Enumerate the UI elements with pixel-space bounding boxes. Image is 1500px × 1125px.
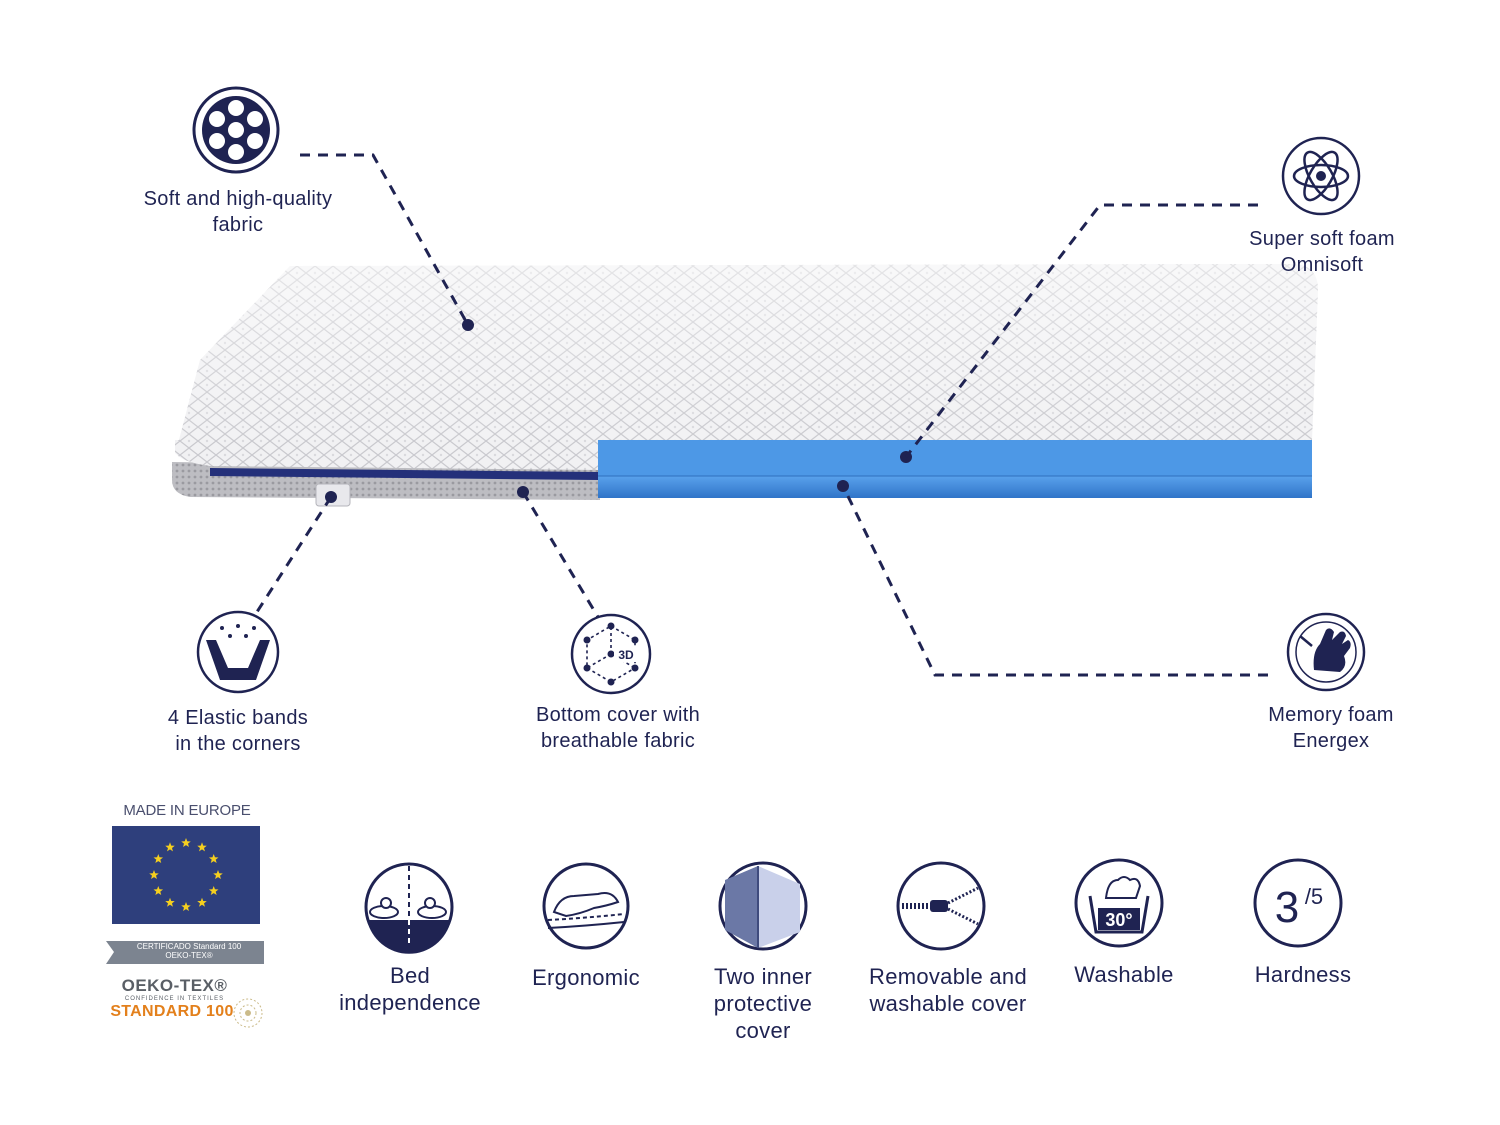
3d-cube-icon: 3D: [570, 613, 652, 695]
feature-label-hardness: Hardness: [1228, 961, 1378, 988]
callout-label-fabric: Soft and high-quality fabric: [108, 186, 368, 238]
callout-omnisoft-line2: Omnisoft: [1280, 254, 1364, 276]
eu-star: [181, 838, 191, 848]
callout-label-elastic: 4 Elastic bands in the corners: [128, 705, 348, 757]
feature-ergonomic-line1: Ergonomic: [532, 965, 640, 990]
feature-removable-line2: washable cover: [869, 991, 1027, 1016]
feature-bed-line2: independence: [339, 990, 481, 1015]
feature-hardness-line1: Hardness: [1254, 962, 1352, 987]
callout-elastic-line1: 4 Elastic bands: [167, 707, 309, 729]
feature-label-bed-independence: Bed independence: [320, 962, 500, 1016]
hand-press-icon: [1286, 612, 1366, 692]
foam-layer-bottom: [598, 476, 1312, 498]
eu-star: [165, 842, 175, 852]
washable-icon: 30°: [1074, 858, 1164, 948]
feature-cover-line3: cover: [735, 1018, 791, 1043]
callout-memory-line1: Memory foam: [1268, 704, 1394, 726]
eu-star: [208, 854, 219, 864]
eu-star: [197, 897, 207, 907]
oeko-tex-flower-icon: [233, 998, 263, 1028]
leader-line-fabric: [300, 153, 470, 326]
hardness-icon: 3 /5: [1253, 858, 1343, 948]
leader-line-memory: [841, 485, 1268, 677]
feature-bed-line1: Bed: [389, 963, 431, 988]
feature-washable-line1: Washable: [1074, 962, 1174, 987]
zipper-icon: [896, 861, 986, 951]
eu-star: [165, 897, 175, 907]
oeko-tex-standard: STANDARD 100: [110, 1003, 234, 1020]
eu-star: [149, 870, 159, 880]
ribbon-line2: OEKO-TEX®: [165, 951, 213, 960]
elastic-bands-icon: [196, 610, 280, 694]
mattress-topper-illustration: [172, 264, 1318, 507]
callout-bottom-line1: Bottom cover with: [535, 704, 701, 726]
eu-stars: [149, 838, 223, 912]
hardness-scale: /5: [1305, 884, 1323, 909]
callout-label-memory-foam: Memory foam Energex: [1226, 702, 1436, 754]
feature-label-protective-cover: Two inner protective cover: [683, 963, 843, 1044]
mattress-front-edge: [175, 440, 600, 470]
foam-layer-top: [598, 440, 1312, 476]
hardness-value: 3: [1275, 883, 1299, 932]
feature-label-removable-cover: Removable and washable cover: [853, 963, 1043, 1017]
leader-line-bottom: [521, 491, 600, 618]
feature-label-ergonomic: Ergonomic: [506, 964, 666, 991]
callout-omnisoft-line1: Super soft foam: [1249, 228, 1395, 250]
fabric-dots-icon: [192, 86, 280, 174]
oeko-tex-tagline: CONFIDENCE IN TEXTILES: [124, 996, 225, 1002]
callout-fabric-line2: fabric: [212, 214, 264, 236]
callout-dot-fabric: [462, 319, 474, 331]
eu-star: [153, 886, 164, 896]
ergonomic-icon: [542, 862, 630, 950]
callout-label-omnisoft: Super soft foam Omnisoft: [1212, 226, 1432, 278]
feature-cover-line2: protective: [713, 991, 813, 1016]
callout-elastic-line2: in the corners: [175, 733, 301, 755]
zipper-line: [210, 468, 598, 480]
certificate-ribbon: [106, 941, 264, 964]
certification-badge: [106, 826, 264, 1028]
oeko-tex-brand: OEKO-TEX®: [121, 976, 228, 995]
3d-icon-text: 3D: [618, 648, 634, 662]
eu-star: [181, 902, 191, 912]
feature-removable-line1: Removable and: [869, 964, 1027, 989]
leader-lines: [253, 153, 1268, 677]
feature-cover-line1: Two inner: [713, 964, 813, 989]
atom-icon: [1281, 136, 1361, 216]
callout-label-bottom-cover: Bottom cover with breathable fabric: [498, 702, 738, 754]
wash-temperature: 30°: [1105, 910, 1132, 930]
made-in-europe-label: MADE IN EUROPE: [123, 802, 251, 819]
ribbon-line1: CERTIFICADO Standard 100: [136, 942, 242, 951]
feature-label-washable: Washable: [1049, 961, 1199, 988]
eu-star: [213, 870, 223, 880]
bed-independence-icon: [364, 862, 454, 954]
callout-bottom-line2: breathable fabric: [540, 730, 696, 752]
callout-memory-line2: Energex: [1292, 730, 1370, 752]
protective-cover-icon: [718, 861, 808, 951]
eu-star: [153, 854, 164, 864]
leader-line-elastic: [253, 496, 333, 616]
callout-fabric-line1: Soft and high-quality: [143, 188, 333, 210]
eu-star: [208, 886, 219, 896]
eu-star: [197, 842, 207, 852]
